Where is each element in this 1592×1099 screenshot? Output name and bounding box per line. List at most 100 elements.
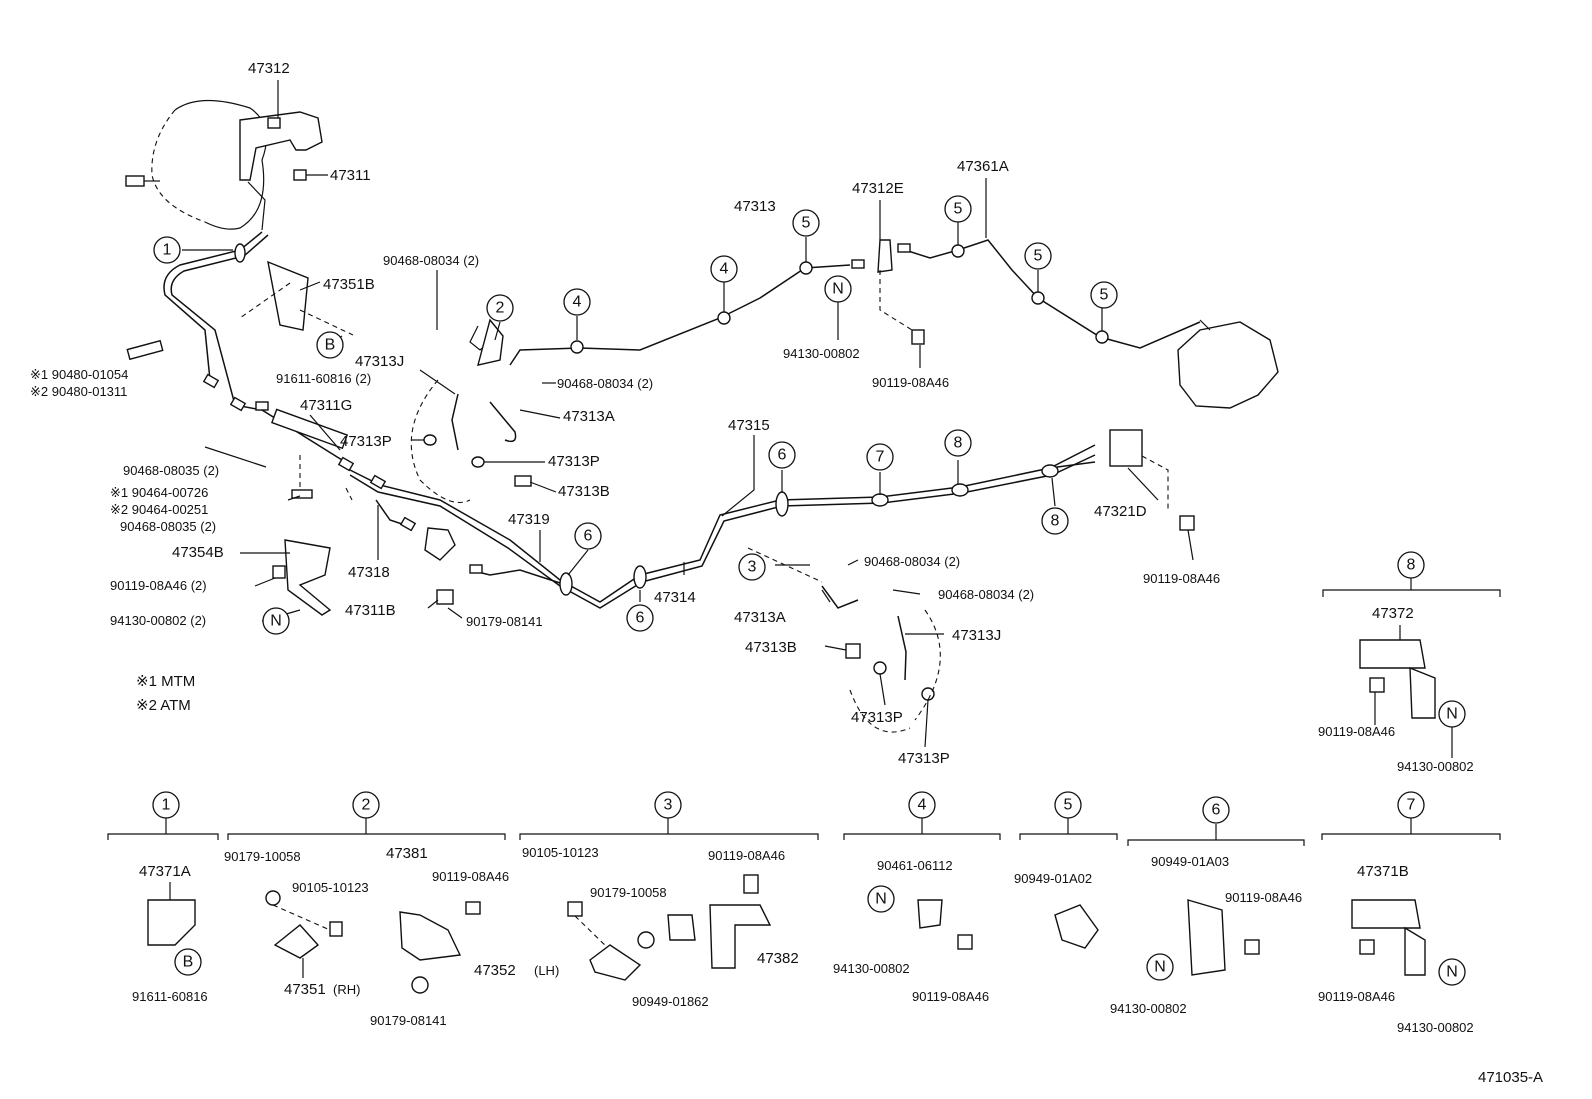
label-47372: 47372 xyxy=(1372,605,1414,622)
label-47313J: 47313J xyxy=(355,353,404,370)
label-94130-00802: 94130-00802 xyxy=(1397,1020,1474,1035)
label-47351-rh: 47351 xyxy=(284,981,326,998)
dashed-guides xyxy=(239,270,1169,733)
label-90119-08A46: 90119-08A46 (2) xyxy=(110,578,207,593)
label-94130-00802: 94130-00802 xyxy=(833,961,910,976)
svg-text:2: 2 xyxy=(496,300,505,317)
label-legend-mtm: ※1 MTM xyxy=(136,673,195,690)
label-legend-atm: ※2 ATM xyxy=(136,697,191,714)
label-47354B: 47354B xyxy=(172,544,224,561)
label-90464-00726: ※1 90464-00726 xyxy=(110,485,208,500)
inset-section-6: 6 90949-01A03 90119-08A46 N 94130-00802 xyxy=(1110,796,1305,1016)
svg-text:1: 1 xyxy=(162,797,171,814)
callout-7: 7 xyxy=(866,443,894,471)
svg-text:6: 6 xyxy=(584,528,593,545)
label-47321D: 47321D xyxy=(1094,503,1147,520)
label-90468-08034: 90468-08034 (2) xyxy=(938,587,1034,602)
svg-text:B: B xyxy=(183,954,194,971)
figure-id: 471035-A xyxy=(1478,1069,1543,1086)
pipe-clamps xyxy=(234,243,1109,596)
label-90468-08034: 90468-08034 (2) xyxy=(383,253,479,268)
svg-text:5: 5 xyxy=(954,201,963,218)
svg-text:N: N xyxy=(1154,959,1166,976)
label-90119-08A46: 90119-08A46 xyxy=(1318,724,1395,739)
svg-text:8: 8 xyxy=(1051,513,1060,530)
label-90119-08A46: 90119-08A46 xyxy=(912,989,989,1004)
label-94130-00802: 94130-00802 (2) xyxy=(110,613,206,628)
label-91611-60816: 91611-60816 xyxy=(132,989,208,1004)
label-90179-08141: 90179-08141 xyxy=(466,614,543,629)
label-90119-08A46: 90119-08A46 xyxy=(1318,989,1395,1004)
svg-text:7: 7 xyxy=(876,449,885,466)
label-lh: (LH) xyxy=(534,963,559,978)
callout-3: 3 xyxy=(738,553,766,581)
callout-N: N xyxy=(262,607,290,635)
svg-text:5: 5 xyxy=(1034,248,1043,265)
label-90119-08A46: 90119-08A46 xyxy=(1143,571,1220,586)
callout-5: 5 xyxy=(1090,281,1118,309)
label-47314: 47314 xyxy=(654,589,696,606)
callout-8: 8 xyxy=(1397,551,1425,579)
label-47371A: 47371A xyxy=(139,863,191,880)
brake-booster-drawing xyxy=(125,99,323,231)
label-47319: 47319 xyxy=(508,511,550,528)
callout-6: 6 xyxy=(574,522,602,550)
callout-2: 2 xyxy=(486,294,514,322)
label-90179-10058: 90179-10058 xyxy=(224,849,301,864)
svg-text:N: N xyxy=(1446,964,1458,981)
label-47313B: 47313B xyxy=(558,483,610,500)
label-rh: (RH) xyxy=(333,982,360,997)
svg-text:4: 4 xyxy=(573,294,582,311)
rear-brake-unit xyxy=(1177,319,1279,409)
inset-section-4: 4 90461-06112 N 94130-00802 90119-08A46 xyxy=(833,791,1001,1004)
label-90461-06112: 90461-06112 xyxy=(877,858,953,873)
leader-lines xyxy=(182,80,1412,748)
label-90468-08034: 90468-08034 (2) xyxy=(557,376,653,391)
callout-6: 6 xyxy=(768,441,796,469)
label-90480-01054: ※1 90480-01054 xyxy=(30,367,128,382)
label-47313J: 47313J xyxy=(952,627,1001,644)
callout-circles: 1 2 4 4 5 5 5 5 N B 6 6 6 7 8 8 3 N 8 N xyxy=(153,195,1466,728)
callout-5: 5 xyxy=(1024,242,1052,270)
callout-N: N xyxy=(1438,700,1466,728)
label-47312: 47312 xyxy=(248,60,290,77)
label-47361A: 47361A xyxy=(957,158,1009,175)
small-fittings xyxy=(126,239,1195,701)
label-47381: 47381 xyxy=(386,845,428,862)
svg-text:B: B xyxy=(325,337,336,354)
label-90119-08A46: 90119-08A46 xyxy=(872,375,949,390)
svg-text:8: 8 xyxy=(1407,557,1416,574)
label-47352-lh: 47352 xyxy=(474,962,516,979)
svg-text:3: 3 xyxy=(664,797,673,814)
label-90468-08034: 90468-08034 (2) xyxy=(864,554,960,569)
label-90949-01A02: 90949-01A02 xyxy=(1014,871,1092,886)
label-47313: 47313 xyxy=(734,198,776,215)
inset-section-5: 5 90949-01A02 xyxy=(1014,791,1118,949)
callout-5: 5 xyxy=(944,195,972,223)
svg-text:5: 5 xyxy=(802,215,811,232)
svg-text:N: N xyxy=(270,613,282,630)
label-90119-08A46: 90119-08A46 xyxy=(1225,890,1302,905)
label-47312E: 47312E xyxy=(852,180,904,197)
label-90468-08035: 90468-08035 (2) xyxy=(123,463,219,478)
inset-clamp-8: 47372 90119-08A46 94130-00802 xyxy=(1318,589,1501,774)
label-94130-00802: 94130-00802 xyxy=(1110,1001,1187,1016)
label-90105-10123: 90105-10123 xyxy=(292,880,369,895)
label-90949-01A03: 90949-01A03 xyxy=(1151,854,1229,869)
label-47311: 47311 xyxy=(330,167,371,184)
callout-4: 4 xyxy=(710,255,738,283)
label-90468-08035: 90468-08035 (2) xyxy=(120,519,216,534)
label-90105-10123: 90105-10123 xyxy=(522,845,599,860)
label-47313A: 47313A xyxy=(563,408,615,425)
callout-6: 6 xyxy=(626,604,654,632)
label-90179-10058: 90179-10058 xyxy=(590,885,667,900)
label-47313A: 47313A xyxy=(734,609,786,626)
callout-4: 4 xyxy=(563,288,591,316)
svg-text:7: 7 xyxy=(1407,797,1416,814)
label-90119-08A46: 90119-08A46 xyxy=(432,869,509,884)
label-47313P: 47313P xyxy=(548,453,600,470)
label-47313P: 47313P xyxy=(851,709,903,726)
label-94130-00802: 94130-00802 xyxy=(1397,759,1474,774)
label-90949-01862: 90949-01862 xyxy=(632,994,709,1009)
